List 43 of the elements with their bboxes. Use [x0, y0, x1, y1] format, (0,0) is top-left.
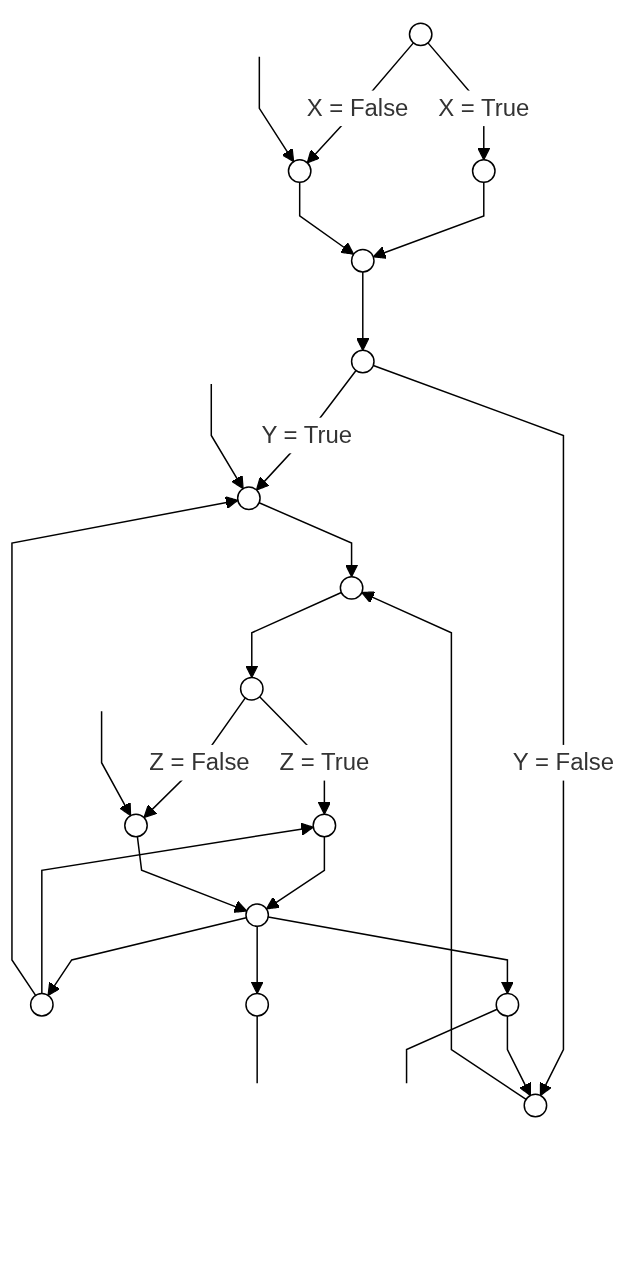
arrow [361, 591, 527, 1101]
edge-label: Z = False [149, 749, 250, 775]
node-circle [29, 992, 54, 1017]
arrow [100, 710, 132, 817]
node-circle [287, 159, 312, 183]
arrow [265, 835, 326, 910]
arrow [506, 1015, 531, 1097]
arrow [258, 56, 295, 163]
node-circle [408, 22, 433, 47]
arrow [258, 502, 359, 578]
edge-label: Y = True [261, 422, 353, 448]
node-circle [245, 903, 270, 928]
connector [405, 1008, 498, 1084]
arrow [356, 271, 370, 351]
arrow [298, 181, 355, 255]
edge-label: X = True [438, 94, 530, 121]
node-circle [239, 676, 264, 701]
node-circle [350, 248, 375, 273]
arrow [136, 835, 248, 913]
edge-label: Y = False [512, 749, 615, 775]
node-circle [312, 813, 337, 838]
arrow [306, 42, 415, 164]
arrow [267, 916, 514, 995]
arrow [11, 496, 239, 997]
arrow [245, 591, 343, 679]
arrow [255, 369, 357, 491]
arrow [372, 181, 485, 259]
arrow [372, 364, 565, 1097]
arrow [47, 916, 247, 996]
node-circle [350, 349, 375, 374]
arrow [210, 383, 244, 490]
arrow [250, 925, 264, 995]
arrow [41, 822, 314, 995]
node-circle [339, 575, 364, 600]
node-circle [495, 992, 520, 1017]
node-circle [236, 486, 261, 511]
node-circle [523, 1093, 548, 1118]
connector [256, 1015, 258, 1084]
node-circle [471, 159, 496, 183]
node-circle [245, 992, 270, 1017]
edge-label: X = False [306, 94, 409, 121]
node-circle [124, 813, 148, 838]
edge-label: Z = True [279, 749, 370, 775]
